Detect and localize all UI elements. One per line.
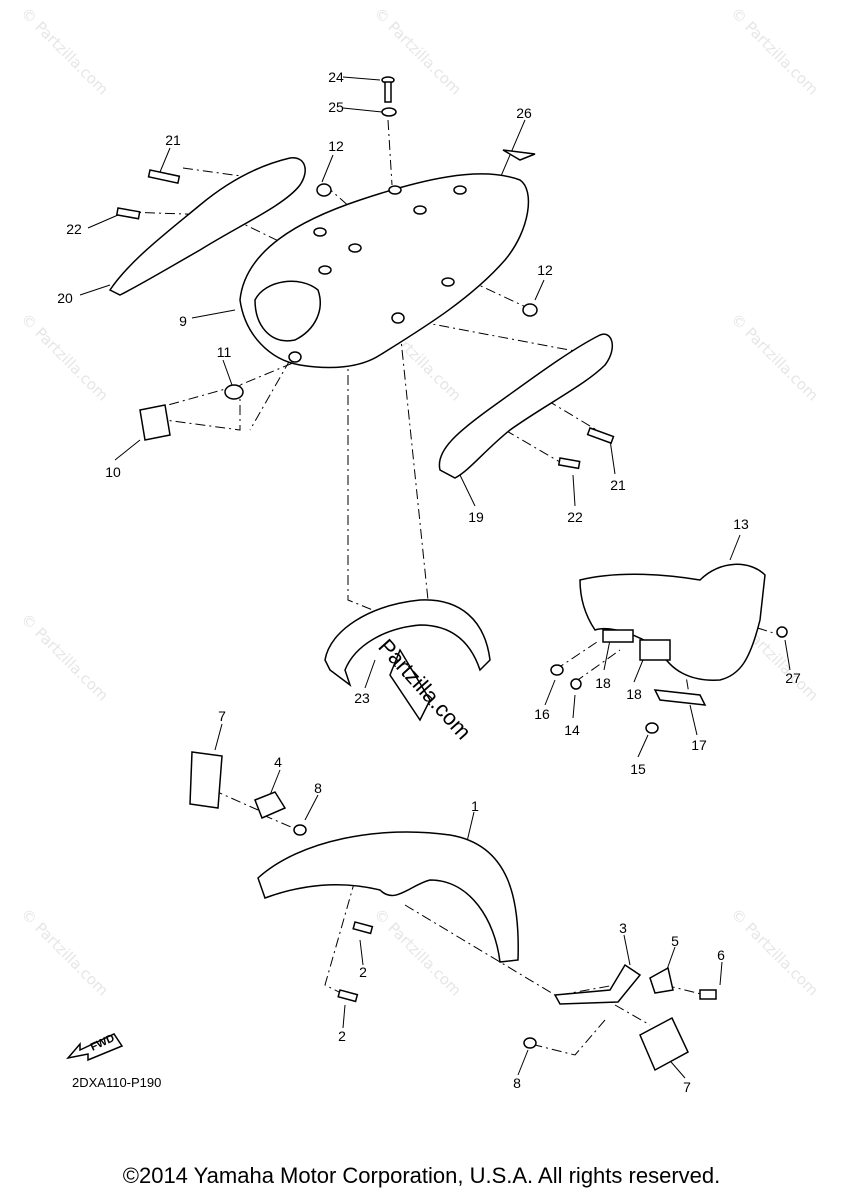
part-22-bolt bbox=[557, 457, 581, 470]
callout-9: 9 bbox=[179, 313, 187, 329]
part-25-washer bbox=[381, 107, 397, 117]
callout-8: 8 bbox=[513, 1075, 521, 1091]
part-26-label bbox=[502, 149, 536, 161]
part-27-bolt bbox=[776, 626, 788, 638]
callout-19: 19 bbox=[468, 509, 484, 525]
callout-8: 8 bbox=[314, 780, 322, 796]
callout-22: 22 bbox=[66, 221, 82, 237]
part-4-bracket bbox=[254, 791, 287, 819]
callout-26: 26 bbox=[516, 105, 532, 121]
callout-12: 12 bbox=[537, 262, 553, 278]
callout-7: 7 bbox=[218, 708, 226, 724]
callout-18: 18 bbox=[595, 675, 611, 691]
part-21-bolt bbox=[586, 427, 615, 445]
callout-3: 3 bbox=[619, 920, 627, 936]
callout-18: 18 bbox=[626, 686, 642, 702]
callout-11: 11 bbox=[216, 344, 232, 360]
callout-14: 14 bbox=[564, 722, 580, 738]
part-8-nut bbox=[293, 824, 307, 836]
part-9-rear-fender bbox=[239, 173, 530, 369]
part-23-bracket bbox=[324, 599, 491, 688]
part-21-bolt bbox=[147, 169, 181, 184]
part-15-nut bbox=[645, 722, 659, 734]
part-12-grommet bbox=[522, 303, 538, 317]
part-22-bolt bbox=[115, 207, 141, 220]
callout-2: 2 bbox=[338, 1028, 346, 1044]
fwd-arrow-icon: FWD bbox=[66, 1030, 124, 1062]
part-2-bolt bbox=[352, 921, 374, 935]
part-7-reflector bbox=[189, 751, 223, 809]
part-6-bolt bbox=[699, 989, 717, 1000]
callout-6: 6 bbox=[717, 947, 725, 963]
part-24-bolt bbox=[381, 76, 395, 103]
callout-15: 15 bbox=[630, 761, 646, 777]
callout-4: 4 bbox=[274, 754, 282, 770]
callout-22: 22 bbox=[567, 509, 583, 525]
callout-25: 25 bbox=[328, 99, 344, 115]
part-14-bolt bbox=[570, 678, 582, 690]
callout-20: 20 bbox=[57, 290, 73, 306]
part-12-grommet bbox=[316, 183, 332, 197]
callout-24: 24 bbox=[328, 69, 344, 85]
callout-23: 23 bbox=[354, 690, 370, 706]
part-20-rail bbox=[108, 157, 306, 296]
part-2-bolt bbox=[337, 989, 359, 1003]
part-5-bracket bbox=[649, 966, 674, 994]
callout-17: 17 bbox=[691, 737, 707, 753]
callout-27: 27 bbox=[785, 670, 801, 686]
callout-1: 1 bbox=[471, 798, 479, 814]
callout-5: 5 bbox=[671, 933, 679, 949]
callout-12: 12 bbox=[328, 138, 344, 154]
part-16-washer bbox=[550, 664, 564, 676]
part-10-pad bbox=[139, 404, 171, 441]
copyright-notice: ©2014 Yamaha Motor Corporation, U.S.A. A… bbox=[122, 1163, 721, 1188]
part-3-bracket bbox=[553, 963, 642, 1005]
part-17-bracket bbox=[653, 689, 707, 706]
callout-2: 2 bbox=[359, 964, 367, 980]
part-7-reflector bbox=[639, 1016, 689, 1072]
callout-21: 21 bbox=[610, 477, 626, 493]
callout-10: 10 bbox=[105, 464, 121, 480]
callout-21: 21 bbox=[165, 132, 181, 148]
callout-13: 13 bbox=[733, 516, 749, 532]
part-19-rail bbox=[438, 333, 614, 479]
part-13-housing bbox=[579, 563, 766, 681]
part-1-front-fender bbox=[257, 831, 519, 963]
part-11-grommet bbox=[224, 384, 244, 400]
part-8-nut bbox=[523, 1037, 537, 1049]
diagram-code: 2DXA110-P190 bbox=[72, 1075, 162, 1090]
callout-7: 7 bbox=[683, 1079, 691, 1095]
callout-16: 16 bbox=[534, 706, 550, 722]
